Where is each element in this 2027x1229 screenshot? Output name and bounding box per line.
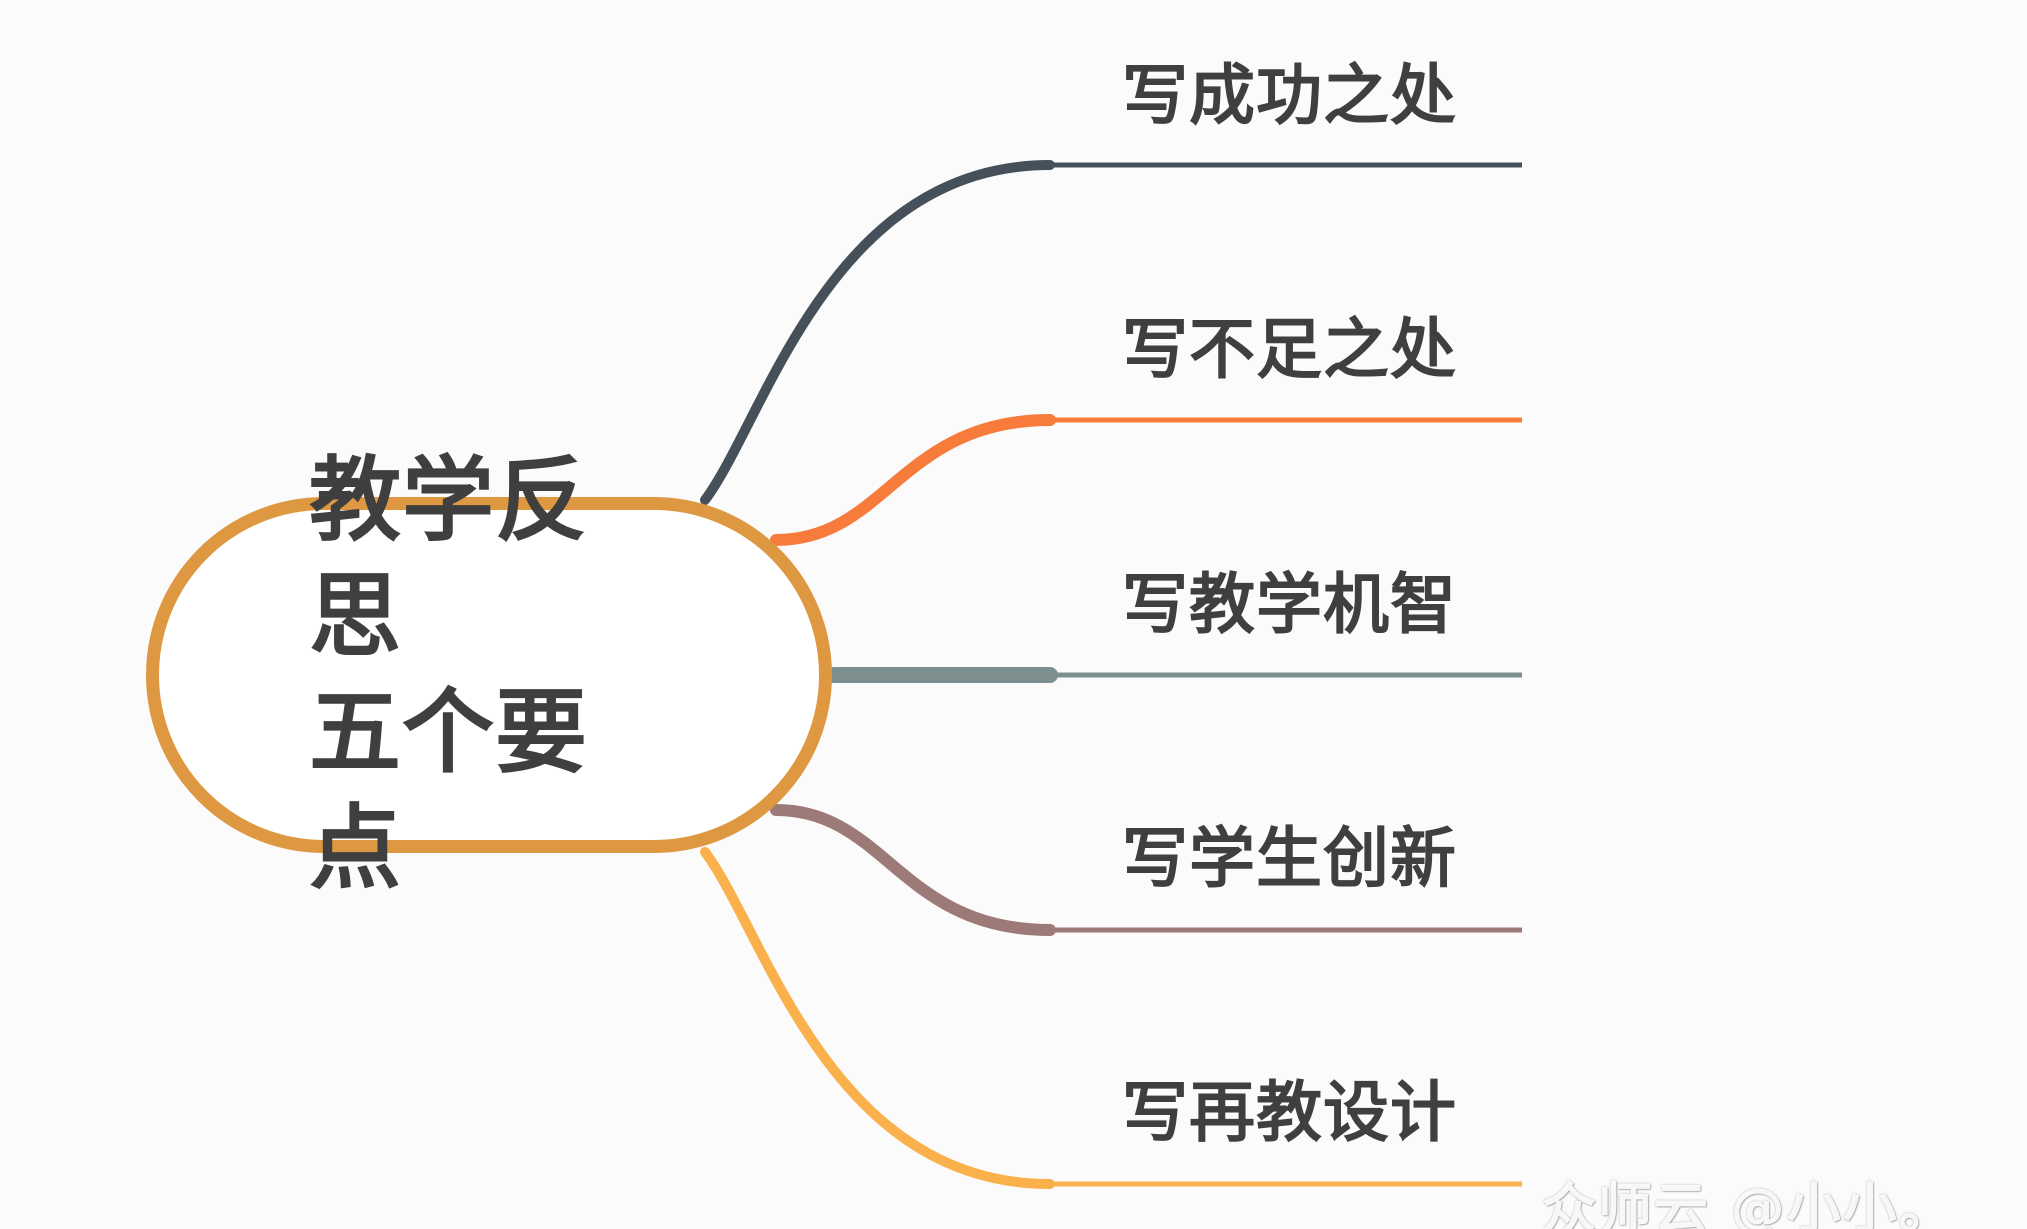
branch-topic-redesign[interactable]: 写再教设计 (1122, 1074, 1457, 1151)
connector-curve-student-innovation (770, 804, 1056, 936)
watermark: 众师云 @小小。 (1542, 1177, 1955, 1229)
connector-curve-redesign (700, 847, 1055, 1189)
branch-topic-success[interactable]: 写成功之处 (1122, 57, 1457, 134)
branch-topic-teaching-wit[interactable]: 写教学机智 (1122, 566, 1457, 643)
central-topic-line-2: 五个要点 (309, 679, 589, 902)
central-topic[interactable]: 教学反思 五个要点 (146, 447, 832, 902)
branch-topic-student-innovation[interactable]: 写学生创新 (1122, 820, 1457, 897)
branch-topic-shortcomings[interactable]: 写不足之处 (1122, 311, 1457, 388)
connector-curve-shortcomings (770, 414, 1056, 546)
connector-curve-success (700, 160, 1055, 505)
central-topic-line-1: 教学反思 (309, 447, 589, 670)
